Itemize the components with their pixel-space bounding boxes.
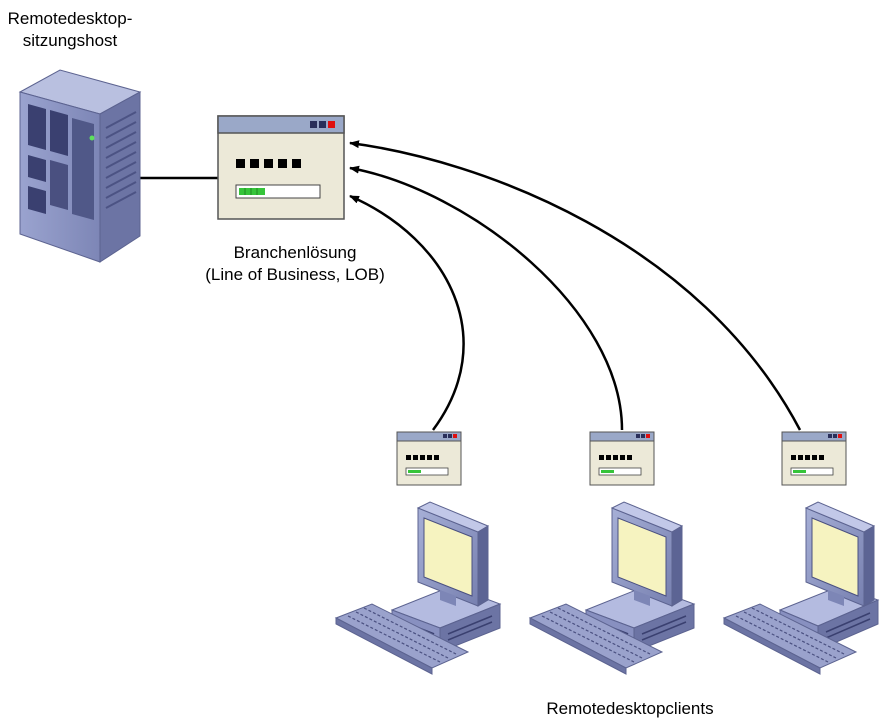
client-3-connection-arrow: [349, 140, 802, 431]
server-label-line2: sitzungshost: [22, 31, 118, 50]
lob-app-label-line1: Branchenlösung: [233, 243, 357, 262]
client-1-connection-arrow: [349, 194, 465, 431]
lob-app-label-line2: (Line of Business, LOB): [205, 265, 385, 284]
client-2-connection-arrow: [349, 165, 624, 431]
lob-app-label: Branchenlösung (Line of Business, LOB): [180, 242, 410, 286]
client-2-app-window-icon: [589, 431, 655, 486]
client-2-computer-icon: [528, 501, 696, 675]
server-icon: [18, 69, 142, 263]
client-3-computer-icon: [722, 501, 880, 675]
lob-app-window-icon: [217, 115, 345, 220]
client-3-app-window-icon: [781, 431, 847, 486]
server-label-line1: Remotedesktop-: [7, 9, 133, 28]
clients-label: Remotedesktopclients: [546, 699, 714, 718]
server-label: Remotedesktop- sitzungshost: [0, 8, 140, 52]
client-1-app-window-icon: [396, 431, 462, 486]
client-1-computer-icon: [334, 501, 502, 675]
